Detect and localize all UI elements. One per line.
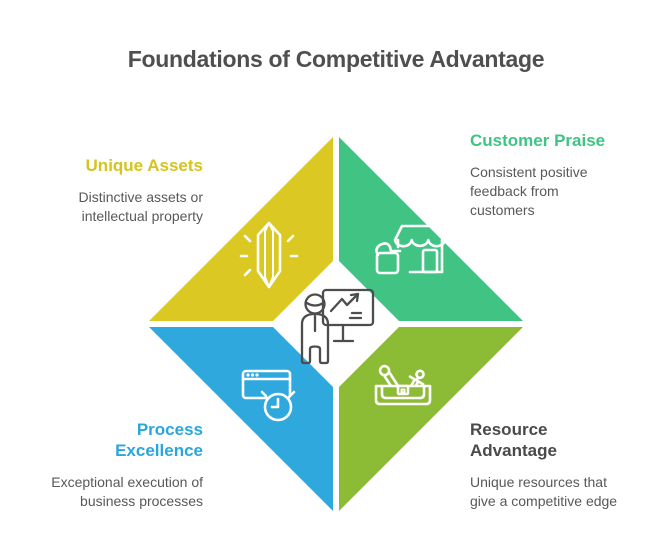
- whiteboard: [321, 288, 375, 327]
- page-title: Foundations of Competitive Advantage: [127, 46, 545, 72]
- quadrant-title-unique-assets: Unique Assets: [85, 156, 203, 175]
- person-body: [300, 312, 330, 365]
- dagger-icon: [405, 369, 425, 396]
- board-stand: [332, 323, 355, 343]
- crystal-gem-icon: [239, 221, 299, 289]
- quadrant-shape-customer-praise: [339, 137, 523, 321]
- quadrant-unique-assets: [149, 137, 333, 321]
- growth-arrow: [329, 292, 360, 313]
- quadrant-resource-advantage: [339, 327, 523, 511]
- quadrant-description-process-excellence: Exceptional execution of business proces…: [51, 474, 203, 509]
- quadrant-description-resource-advantage: Unique resources that give a competitive…: [470, 474, 618, 509]
- label-process-excellence: Process Excellence Exceptional execution…: [51, 419, 203, 511]
- quadrant-title-resource-advantage: Resource Advantage: [470, 420, 557, 460]
- storefront-thumbs-up-icon: [375, 224, 447, 275]
- quadrant-description-unique-assets: Distinctive assets or intellectual prope…: [78, 189, 203, 224]
- quadrant-customer-praise: [339, 137, 523, 321]
- quadrant-description-customer-praise: Consistent positive feedback from custom…: [470, 164, 588, 218]
- quadrant-title-customer-praise: Customer Praise: [470, 131, 606, 150]
- quadrant-title-process-excellence: Process Excellence: [115, 420, 203, 460]
- label-unique-assets: Unique Assets Distinctive assets or inte…: [79, 155, 203, 226]
- quadrant-shape-resource-advantage: [339, 327, 523, 511]
- quadrant-process-excellence: [149, 327, 333, 511]
- label-resource-advantage: Resource Advantage Unique resources that…: [470, 419, 617, 511]
- quadrant-shape-process-excellence: [149, 327, 333, 511]
- presenter-whiteboard-icon: [300, 288, 375, 365]
- person-hair: [304, 301, 326, 307]
- toolbox-tools-icon: [374, 364, 432, 406]
- label-customer-praise: Customer Praise Consistent positive feed…: [470, 130, 605, 220]
- browser-clock-icon: [241, 369, 296, 422]
- quadrant-shape-unique-assets: [149, 137, 333, 321]
